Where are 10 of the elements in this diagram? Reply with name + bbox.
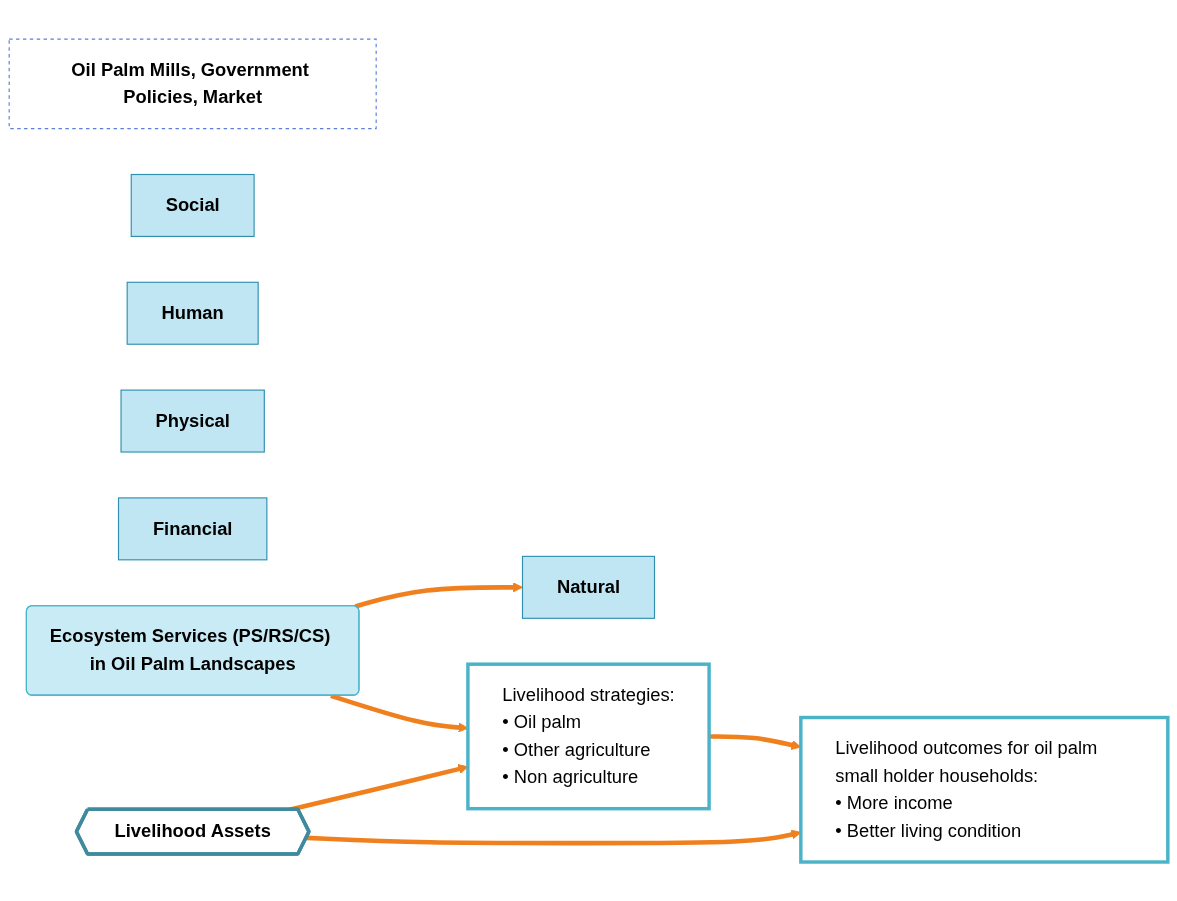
node-box: Livelihood outcomes for oil palm small holder households: • More income • Better living condition	[799, 715, 1170, 864]
node-box: Livelihood strategies: • Oil palm • Other agriculture • Non agriculture	[466, 662, 711, 811]
node-box: Social	[130, 173, 255, 237]
node-box: Physical	[120, 389, 265, 453]
arrow	[354, 582, 523, 609]
node-box: Oil Palm Mills, Government Policies, Market	[8, 38, 377, 130]
node-box: Human	[126, 281, 259, 345]
node-box: Financial	[117, 497, 268, 561]
arrow	[709, 734, 802, 750]
node-box: Natural	[521, 555, 656, 619]
